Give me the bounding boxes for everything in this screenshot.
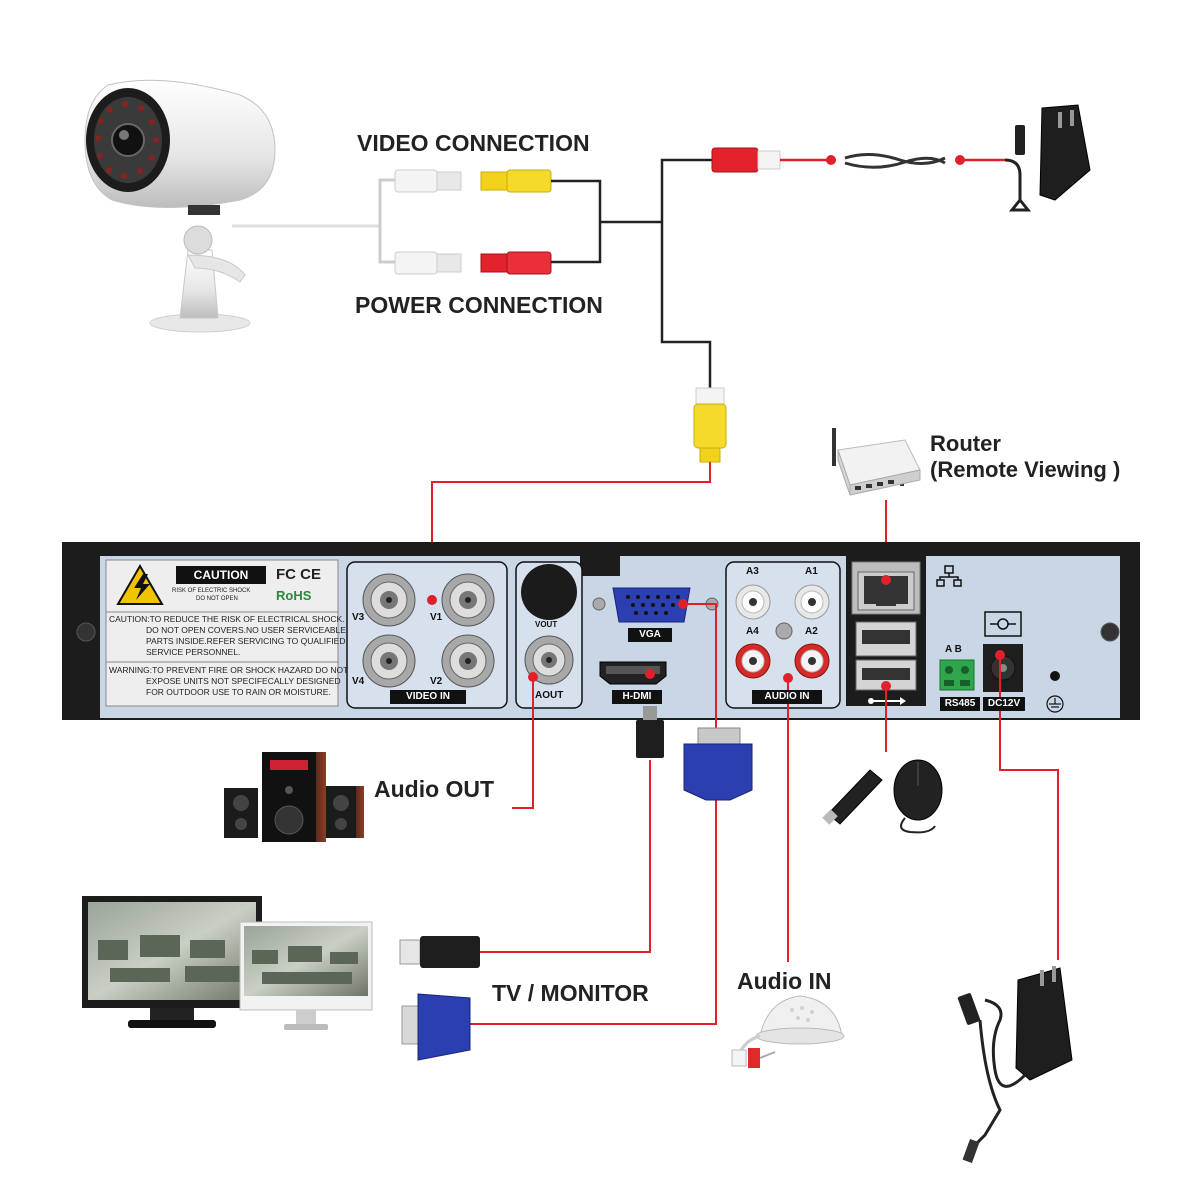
hdmi-red-line (480, 760, 651, 953)
warning-text-3: FOR OUTDOOR USE TO RAIN OR MOISTURE. (146, 687, 331, 697)
dc-red-line (999, 655, 1059, 960)
audio-in-label: Audio IN (737, 968, 832, 994)
audio-in-tag: AUDIO IN (752, 690, 822, 704)
bnc-v3-port-icon[interactable] (362, 573, 416, 627)
bottom-power-adapter-icon (957, 966, 1073, 1164)
port-label-v4: V4 (352, 676, 365, 687)
video-white-plug-icon (394, 169, 462, 193)
caution-title: CAUTION (176, 568, 266, 582)
router-label: Router (930, 431, 1001, 456)
caution-text-3: PARTS INSIDE.REFER SERVICING TO QUALIFIE… (146, 636, 346, 646)
dc12v-port-icon[interactable] (983, 644, 1023, 692)
fcc-ce-mark: FC CE (276, 566, 321, 583)
vout-label: VOUT (535, 620, 558, 629)
aout-label: AOUT (535, 690, 564, 701)
warning-text-1: WARNING:TO PREVENT FIRE OR SHOCK HAZARD … (109, 665, 349, 675)
audio-a1-port-icon[interactable] (794, 584, 830, 620)
usb-port-2-icon[interactable] (855, 659, 917, 691)
hdmi-cable-end-icon (399, 936, 480, 968)
camera-icon (84, 79, 276, 333)
router-icon (832, 428, 921, 496)
vga-port-icon[interactable] (592, 587, 719, 623)
rs485-terminal-icon[interactable] (939, 659, 975, 691)
port-label-a4: A4 (746, 626, 759, 637)
microphone-icon (731, 995, 845, 1068)
port-label-a2: A2 (805, 626, 818, 637)
vga-cable-end-icon (401, 993, 471, 1061)
vout-aout-panel (515, 561, 583, 709)
monitor-large-icon (82, 896, 262, 1028)
network-symbol-icon (936, 565, 962, 587)
rohs-mark: RoHS (276, 588, 312, 603)
power-red-socket-icon (711, 147, 781, 173)
caution-sub1: RISK OF ELECTRIC SHOCK (172, 588, 251, 594)
port-label-v2: V2 (430, 676, 443, 687)
caution-text-2: DO NOT OPEN COVERS.NO USER SERVICEABLE (146, 625, 346, 635)
bnc-v1-port-icon[interactable] (441, 573, 495, 627)
router-remote-label: (Remote Viewing ) (930, 457, 1121, 482)
video-in-red-line (431, 462, 711, 600)
port-label-v1: V1 (430, 612, 443, 623)
power-splitter-cable-icon (844, 153, 946, 169)
dc-polarity-icon (984, 611, 1022, 637)
hdmi-plug-icon (636, 706, 664, 758)
port-label-v3: V3 (352, 612, 365, 623)
bnc-v2-port-icon[interactable] (441, 634, 495, 688)
tv-monitor-label: TV / MONITOR (492, 980, 649, 1006)
power-connection-label: POWER CONNECTION (355, 292, 603, 318)
caution-text-1: CAUTION:TO REDUCE THE RISK OF ELECTRICAL… (109, 614, 345, 624)
power-red-plug-icon (480, 251, 552, 275)
audio-a2-port-icon[interactable] (794, 643, 830, 679)
ground-screw-icon (1050, 671, 1060, 681)
monitor-small-icon (239, 921, 373, 1030)
dvr-video-yellow-plug-icon (693, 387, 727, 463)
caution-label (105, 559, 339, 707)
audio-out-red-line (512, 677, 534, 809)
vga-red-line (470, 798, 717, 1025)
hdmi-tag: H-DMI (612, 690, 662, 704)
vga-plug-icon (683, 727, 753, 801)
bnc-v4-port-icon[interactable] (362, 634, 416, 688)
vga-tag: VGA (628, 628, 672, 642)
video-connection-label: VIDEO CONNECTION (357, 130, 590, 156)
caution-text-4: SERVICE PERSONNEL. (146, 647, 241, 657)
power-adapter-icon (1004, 104, 1091, 212)
dc12v-tag: DC12V (983, 697, 1025, 711)
audio-out-label: Audio OUT (374, 776, 495, 802)
caution-sub2: DO NOT OPEN (196, 596, 238, 602)
camera-to-dvr-cable (551, 179, 602, 264)
port-label-a1: A1 (805, 566, 818, 577)
mouse-icon (893, 759, 943, 834)
audio-in-panel (725, 561, 841, 709)
usb-drive-icon (822, 769, 883, 825)
aout-bnc-port-icon[interactable] (524, 635, 574, 685)
video-yellow-plug-icon (480, 169, 552, 193)
warning-text-2: EXPOSE UNITS NOT SPECIFECALLY DESIGNED (146, 676, 341, 686)
rs485-ab-label: A B (945, 644, 962, 655)
ground-symbol-icon (1046, 695, 1064, 713)
speakers-icon (224, 752, 364, 842)
video-in-tag: VIDEO IN (390, 690, 466, 704)
camera-split-cable (378, 178, 395, 264)
vout-cap-icon (521, 564, 577, 620)
port-label-a3: A3 (746, 566, 759, 577)
audio-a3-port-icon[interactable] (735, 584, 771, 620)
audio-a4-port-icon[interactable] (735, 643, 771, 679)
power-white-plug-icon (394, 251, 462, 275)
rs485-tag: RS485 (940, 697, 980, 711)
usb-port-1-icon[interactable] (855, 621, 917, 657)
hdmi-port-icon[interactable] (599, 661, 667, 685)
